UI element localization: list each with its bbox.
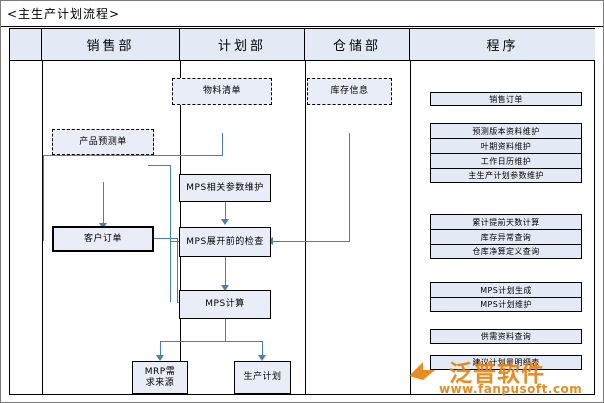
node-bom[interactable]: 物料清单 — [172, 78, 272, 105]
node-mps-precheck-label: MPS展开前的检查 — [186, 236, 264, 247]
program-item-label: MPS计划生成 — [480, 285, 532, 295]
node-mps-precheck[interactable]: MPS展开前的检查 — [179, 227, 271, 257]
connector-rail-a — [170, 165, 171, 302]
lane-divider-3 — [305, 61, 306, 394]
connector-rail-b — [177, 238, 178, 302]
program-item-mps-maintain[interactable]: MPS计划维护 — [430, 297, 582, 312]
node-production-plan[interactable]: 生产计划 — [234, 361, 291, 394]
column-label-sales: 销售部 — [86, 39, 135, 54]
program-item-sales-order[interactable]: 销售订单 — [430, 92, 582, 106]
connector-bom-down — [222, 133, 223, 155]
swimlane-grid: 销售部 计划部 仓储部 程序 — [9, 28, 595, 395]
node-inventory-info-label: 库存信息 — [330, 86, 369, 97]
program-item-lead-period[interactable]: 叶期资料维护 — [430, 138, 582, 153]
program-item-mps-parameters[interactable]: 主生产计划参数维护 — [430, 168, 582, 183]
node-mrp-source-label-line1: MRP需 — [144, 367, 176, 378]
node-mps-params[interactable]: MPS相关参数维护 — [179, 174, 271, 202]
node-mrp-source[interactable]: MRP需 求来源 — [132, 361, 188, 394]
program-item-work-calendar[interactable]: 工作日历维护 — [430, 153, 582, 168]
program-item-label: 叶期资料维护 — [480, 141, 532, 151]
program-item-suggested-plan-report[interactable]: 建议计划量明细表 — [430, 355, 582, 370]
program-item-label: 建议计划量明细表 — [472, 358, 540, 367]
column-header-program: 程序 — [410, 29, 595, 61]
program-item-label: 仓库净算定义查询 — [472, 247, 540, 256]
arrowhead-to-mrp-source — [156, 355, 164, 361]
node-mps-params-label: MPS相关参数维护 — [186, 182, 264, 193]
node-inventory-info[interactable]: 库存信息 — [307, 78, 392, 105]
connector-to-plan — [262, 341, 263, 358]
node-customer-order[interactable]: 客户订单 — [52, 226, 154, 252]
program-item-inventory-exception[interactable]: 库存异常查询 — [430, 229, 582, 244]
arrowhead-precheck-to-calc — [221, 285, 229, 291]
connector-order-right — [148, 238, 177, 239]
program-item-mps-generate[interactable]: MPS计划生成 — [430, 282, 582, 297]
connector-to-mrp — [160, 341, 161, 358]
connector-params-down — [225, 201, 226, 223]
connector-forecast-right — [148, 165, 170, 166]
column-label-warehouse: 仓储部 — [332, 39, 381, 54]
lane-divider-1 — [42, 61, 43, 394]
connector-inventory-down — [349, 133, 350, 241]
node-customer-order-label: 客户订单 — [83, 233, 122, 244]
connector-calc-split — [160, 341, 262, 342]
column-header-gutter — [10, 29, 42, 61]
program-item-label: 预测版本资料维护 — [472, 126, 540, 136]
node-mrp-source-label-line2: 求来源 — [145, 377, 175, 388]
program-item-label: 库存异常查询 — [480, 232, 532, 242]
program-item-supply-demand-query[interactable]: 供需资料查询 — [430, 329, 582, 344]
connector-left-rail — [43, 155, 44, 241]
column-header-sales: 销售部 — [42, 29, 180, 61]
program-item-label: 主生产计划参数维护 — [468, 171, 544, 180]
arrowhead-to-production-plan — [258, 355, 266, 361]
program-item-label: 累计提前天数计算 — [472, 217, 540, 227]
column-label-planning: 计划部 — [217, 39, 266, 54]
connector-bom-left — [43, 155, 223, 156]
column-header-warehouse: 仓储部 — [305, 29, 410, 61]
node-bom-label: 物料清单 — [202, 86, 241, 97]
connector-calc-down — [225, 319, 226, 341]
program-item-label: 供需资料查询 — [480, 332, 532, 341]
arrowhead-params-to-precheck — [221, 219, 229, 225]
program-item-label: 工作日历维护 — [480, 156, 532, 166]
node-production-plan-label: 生产计划 — [243, 372, 282, 383]
connector-inventory-left — [273, 241, 350, 242]
connector-precheck-down — [225, 257, 226, 289]
program-item-label: 销售订单 — [489, 94, 523, 104]
program-item-cumulative-leadtime[interactable]: 累计提前天数计算 — [430, 214, 582, 229]
page-title: <主生产计划流程> — [7, 7, 121, 21]
node-mps-calc[interactable]: MPS计算 — [179, 290, 271, 319]
program-item-forecast-version[interactable]: 预测版本资料维护 — [430, 123, 582, 138]
lane-divider-4 — [410, 61, 411, 394]
program-item-label: MPS计划维护 — [480, 300, 532, 309]
node-forecast-order-label: 产品预测单 — [79, 136, 127, 147]
connector-forecast-down — [103, 182, 104, 226]
column-header-planning: 计划部 — [180, 29, 305, 61]
node-forecast-order[interactable]: 产品预测单 — [52, 129, 154, 155]
diagram-title-bar: <主生产计划流程> — [1, 1, 603, 27]
column-label-program: 程序 — [486, 39, 519, 54]
program-item-warehouse-net-def[interactable]: 仓库净算定义查询 — [430, 244, 582, 259]
node-mps-calc-label: MPS计算 — [205, 299, 245, 310]
